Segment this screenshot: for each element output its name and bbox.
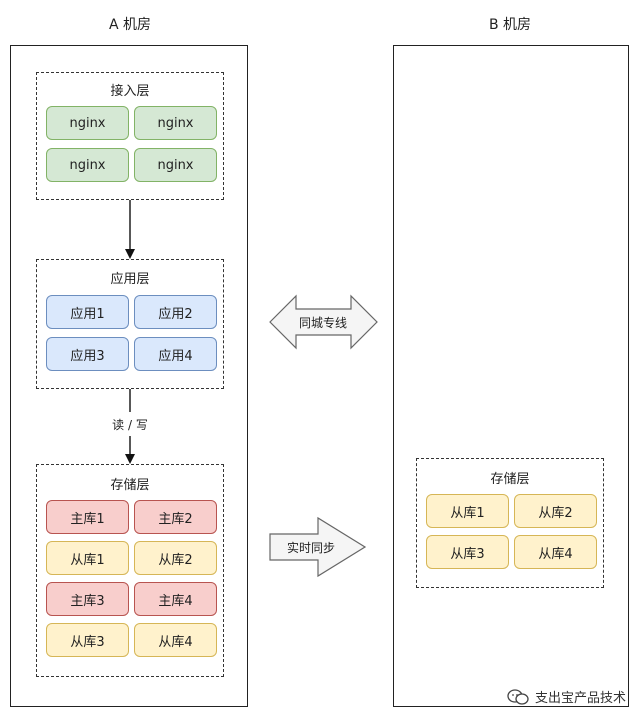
app-node: 应用1 [46, 295, 129, 329]
primary-db-node: 主库3 [46, 582, 129, 616]
replica-db-node: 从库2 [514, 494, 597, 528]
storage-layer-a-title: 存储层 [110, 478, 150, 493]
watermark: 支出宝产品技术 [507, 687, 626, 706]
primary-db-node: 主库4 [134, 582, 217, 616]
access-layer-title: 接入层 [110, 84, 150, 99]
primary-db-node: 主库2 [134, 500, 217, 534]
replica-db-node: 从库4 [134, 623, 217, 657]
realtime-sync-arrow [269, 516, 367, 578]
room-b-title: B 机房 [488, 17, 532, 33]
replica-db-node: 从库3 [46, 623, 129, 657]
watermark-text: 支出宝产品技术 [534, 691, 626, 706]
primary-db-node: 主库1 [46, 500, 129, 534]
app-layer-title: 应用层 [110, 272, 150, 287]
room-a-title: A 机房 [108, 17, 152, 33]
room-b [393, 45, 629, 707]
nginx-node: nginx [46, 148, 129, 182]
replica-db-node: 从库4 [514, 535, 597, 569]
realtime-sync-label: 实时同步 [286, 541, 335, 555]
nginx-node: nginx [46, 106, 129, 140]
replica-db-node: 从库2 [134, 541, 217, 575]
app-node: 应用3 [46, 337, 129, 371]
nginx-node: nginx [134, 106, 217, 140]
replica-db-node: 从库1 [426, 494, 509, 528]
dedicated-line-label: 同城专线 [298, 316, 347, 330]
replica-db-node: 从库3 [426, 535, 509, 569]
read-write-label: 读 / 写 [112, 418, 148, 432]
nginx-node: nginx [134, 148, 217, 182]
dedicated-line-arrow [269, 294, 378, 350]
wechat-icon [507, 688, 529, 706]
storage-layer-b-title: 存储层 [490, 472, 530, 487]
app-node: 应用2 [134, 295, 217, 329]
app-node: 应用4 [134, 337, 217, 371]
replica-db-node: 从库1 [46, 541, 129, 575]
